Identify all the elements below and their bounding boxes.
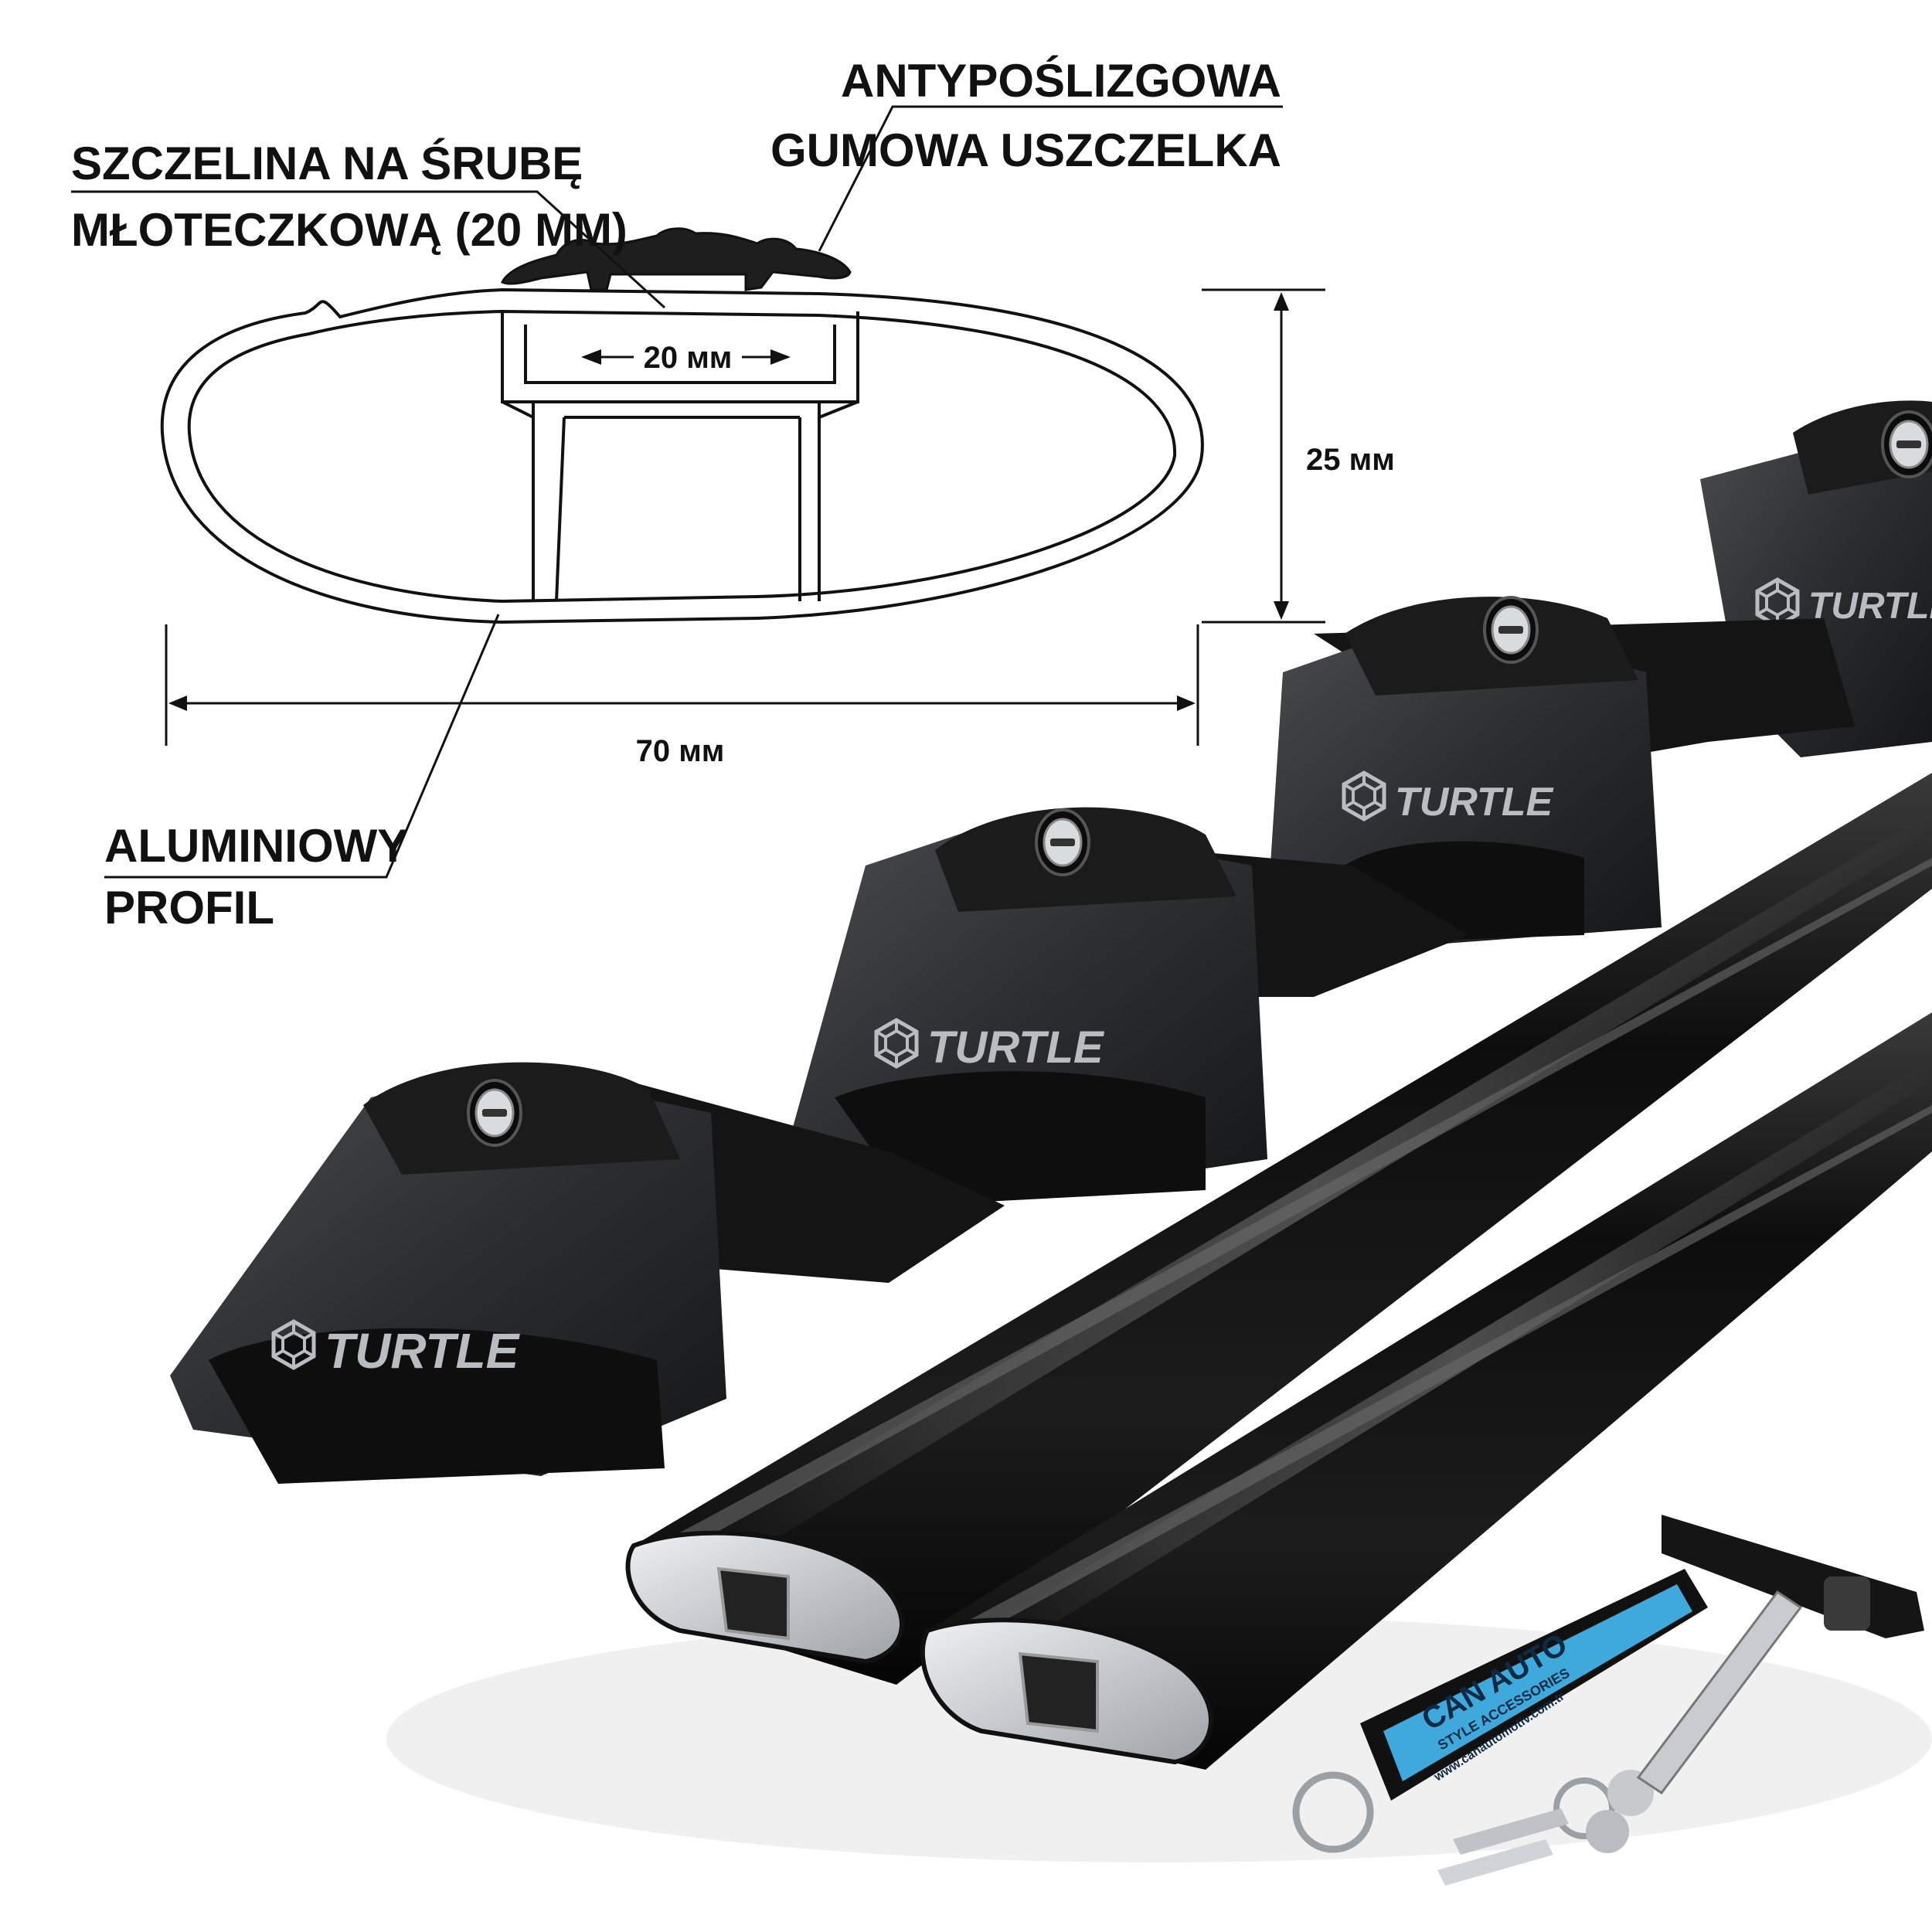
brand-label-3: TURTLE [1395, 780, 1553, 825]
roof-rack-foot-1: TURTLE [170, 1062, 1005, 1484]
callout-slot-line1: SZCZELINA NA ŚRUBĘ [71, 138, 583, 189]
profile-cross-section-diagram [160, 287, 1204, 624]
leader-slot [71, 190, 666, 309]
dimension-height [1202, 288, 1325, 624]
leader-seal [818, 105, 1283, 252]
cross-bar-1 [625, 773, 1932, 1685]
web-left [532, 402, 566, 602]
roof-rack-foot-3: TURTLE [1267, 596, 1855, 951]
callout-leader-lines [71, 105, 1283, 879]
profile-outer-outline [160, 287, 1204, 624]
brand-label-4: TURTLE [1808, 586, 1932, 627]
leader-profile [104, 614, 500, 879]
callout-slot-line2: MŁOTECZKOWĄ (20 MM) [71, 204, 628, 256]
width-label: 70 мм [636, 734, 725, 768]
brand-label-2: TURTLE [927, 1022, 1105, 1073]
dimension-slot-width: 20 мм [581, 334, 791, 377]
profile-inner-outline [187, 309, 1177, 604]
t-wrench-tool [1636, 1515, 1924, 1795]
callout-seal-line1: ANTYPOŚLIZGOWA [841, 55, 1281, 107]
brand-label-1: TURTLE [325, 1323, 521, 1379]
callout-seal-line2: GUMOWA USZCZELKA [770, 124, 1281, 176]
dimension-width [165, 624, 1199, 746]
height-label: 25 мм [1306, 443, 1395, 477]
product-photo: TURTLE TURTLE TURTLE [170, 400, 1932, 1886]
t-slot-inner [524, 325, 836, 384]
t-slot-channel [501, 311, 859, 403]
callout-profile-line2: PROFIL [104, 882, 274, 934]
rubber-seal [500, 227, 852, 291]
web-right [798, 402, 821, 601]
web-joins [502, 400, 859, 419]
cross-bar-2 [920, 1012, 1932, 1770]
slot-width-label: 20 мм [644, 341, 733, 375]
callout-profile-line1: ALUMINIOWY [104, 820, 408, 872]
